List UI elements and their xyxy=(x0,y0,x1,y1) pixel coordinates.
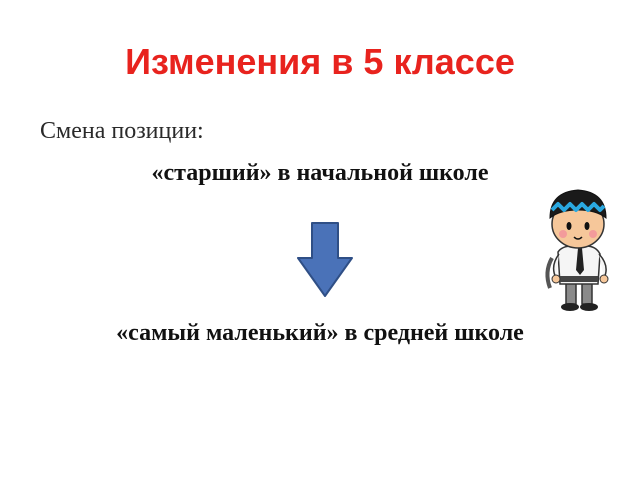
line-after: «самый маленький» в средней школе xyxy=(116,320,524,346)
line-before: «старший» в начальной школе xyxy=(151,160,489,186)
down-arrow-icon xyxy=(297,222,353,297)
slide-title: Изменения в 5 классе xyxy=(125,41,515,82)
schoolboy-illustration xyxy=(545,189,609,311)
slide-subtitle: Смена позиции: xyxy=(40,118,204,144)
